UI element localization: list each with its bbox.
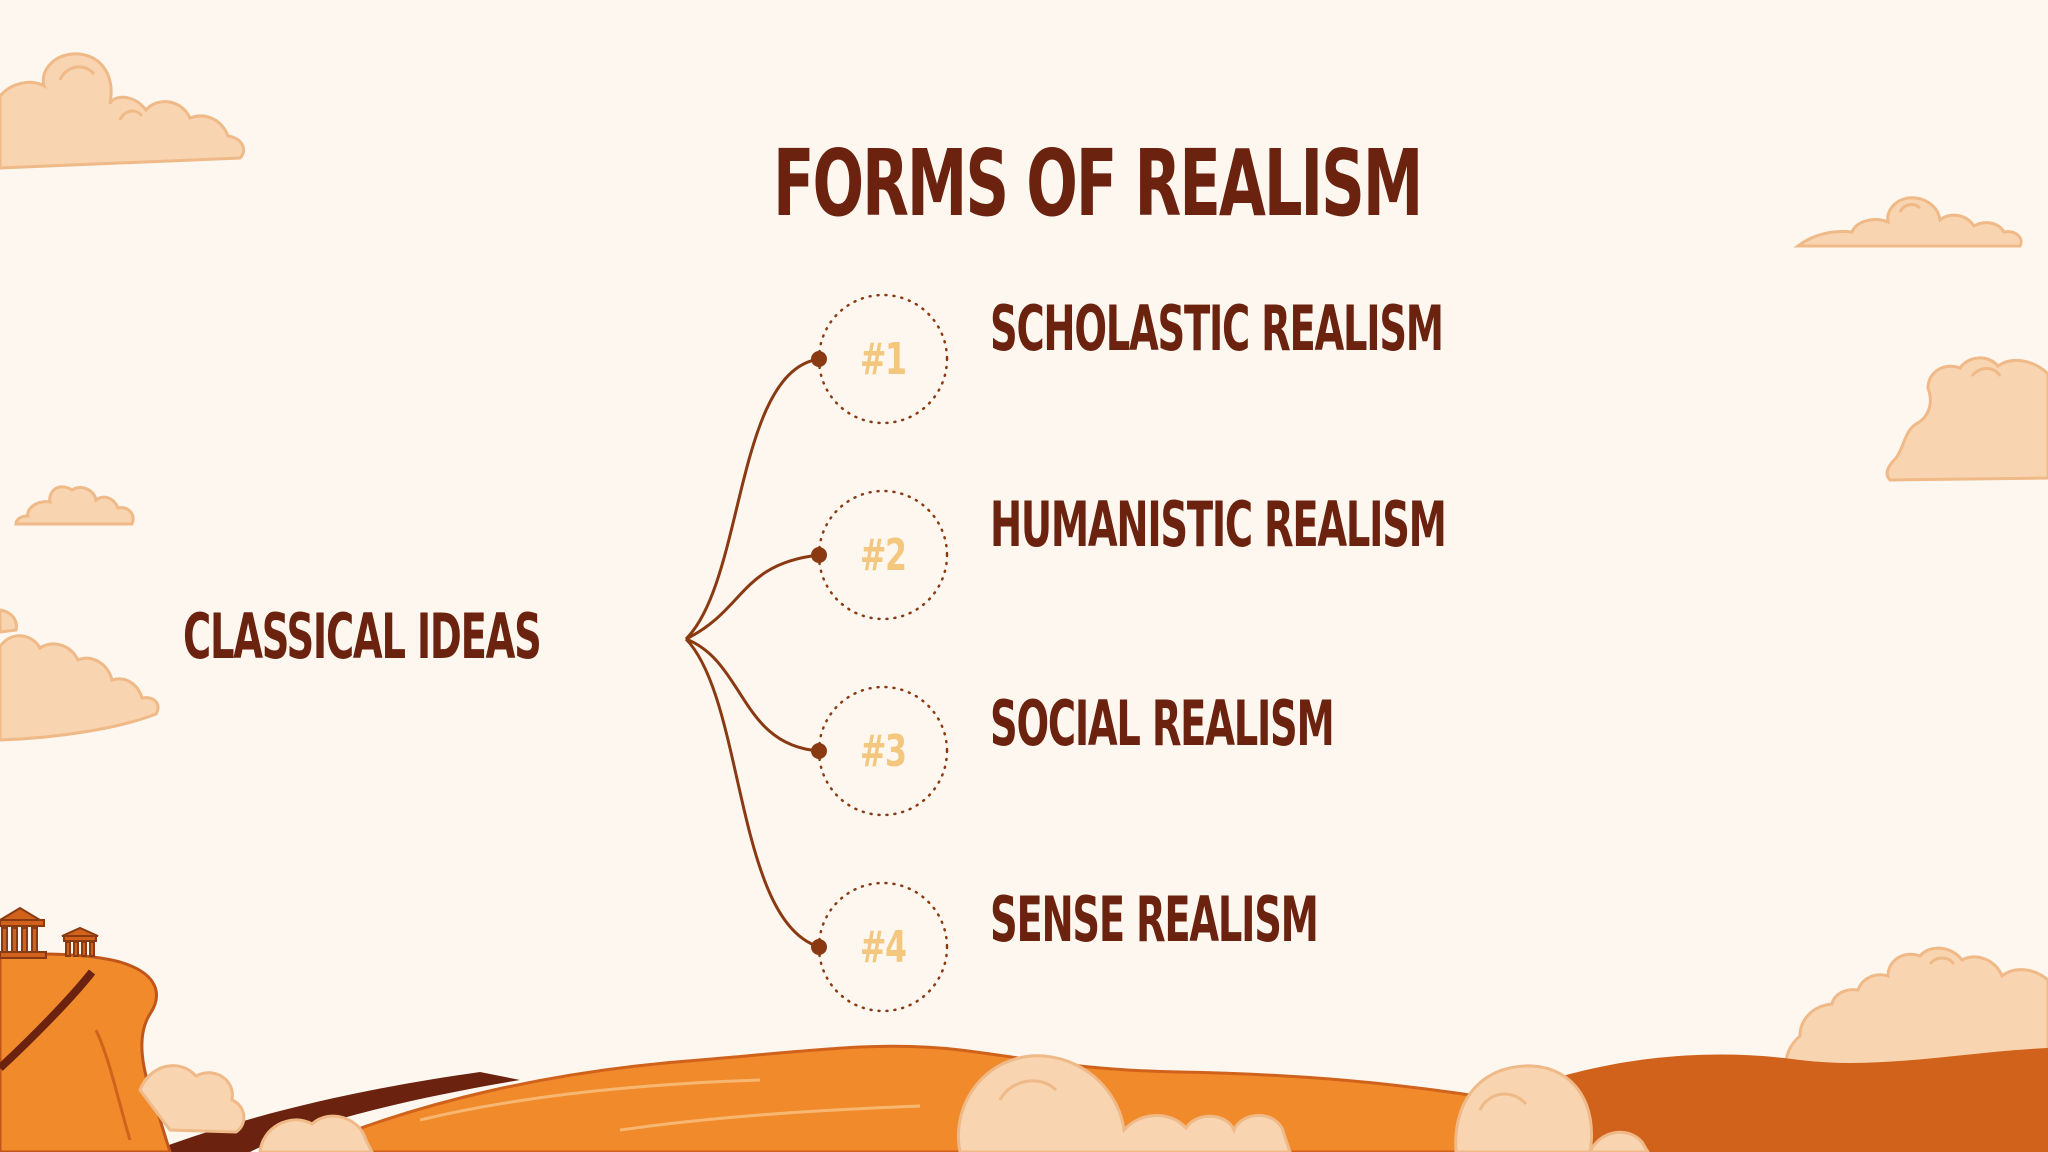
temple-icon: [0, 906, 47, 959]
item-number-badge: #4: [818, 882, 948, 1012]
cloud-bottom-right: [1784, 946, 2048, 1072]
item-number: #3: [860, 725, 907, 777]
temple-small-icon: [61, 926, 99, 957]
item-number: #1: [860, 333, 907, 385]
item-number-badge: #1: [818, 294, 948, 424]
cloud-left-mid: [0, 608, 160, 742]
item-label: HUMANISTIC REALISM: [990, 488, 1447, 561]
number-rings: [817, 293, 949, 1013]
cloud-right-mid: [1885, 356, 2048, 482]
connector-dots: [811, 351, 827, 955]
cloud-top-left: [0, 52, 245, 170]
item-number-badge: #2: [818, 490, 948, 620]
connector-lines: [684, 357, 820, 949]
item-number-badge: #3: [818, 686, 948, 816]
cloud-top-right: [1793, 196, 2023, 248]
root-node-label: CLASSICAL IDEAS: [183, 600, 542, 673]
item-label: SENSE REALISM: [990, 883, 1319, 956]
item-number: #4: [860, 921, 907, 973]
item-label: SCHOLASTIC REALISM: [990, 292, 1444, 365]
page-title: FORMS OF REALISM: [773, 130, 1423, 237]
item-number: #2: [860, 529, 907, 581]
landscape: [0, 906, 2048, 1152]
item-label: SOCIAL REALISM: [990, 687, 1335, 760]
cloud-left-small: [14, 485, 135, 526]
